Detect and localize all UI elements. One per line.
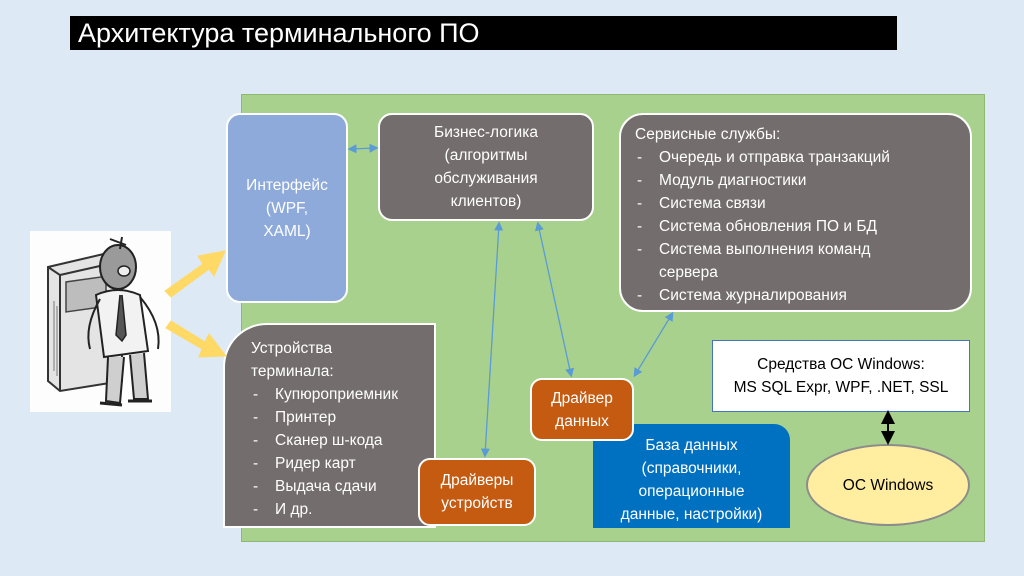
os-tools-line-2: MS SQL Expr, WPF, .NET, SSL [733,379,949,396]
yellow-arrow-to-interface [164,250,226,298]
business-logic-box: Бизнес-логика (алгоритмы обслуживания кл… [378,113,594,221]
interface-line-2: (WPF, [265,199,309,217]
business-line-2: (алгоритмы [444,147,528,164]
devices-heading: Устройства терминала: [251,340,334,380]
device-drivers-box: Драйверы устройств [418,458,536,526]
interface-line-1: Интерфейс [246,176,328,194]
devices-item: Выдача сдачи [251,475,426,498]
os-tools-box: Средства ОС Windows: MS SQL Expr, WPF, .… [712,340,970,412]
slide-title: Архитектура терминального ПО [70,16,897,50]
device-drivers-line-2: устройств [441,495,513,512]
services-list: Очередь и отправка транзакций Модуль диа… [635,146,960,307]
interface-box: Интерфейс (WPF, XAML) [226,113,348,303]
business-line-4: клиентов) [450,193,522,210]
services-item: Система обновления ПО и БД [635,215,960,238]
os-label: ОС Windows [842,476,934,494]
os-windows-ellipse: ОС Windows [806,444,970,526]
database-line-4: данные, настройки) [620,506,763,523]
data-driver-line-2: данных [555,412,609,430]
devices-item: Купюроприемник [251,383,426,406]
device-drivers-line-1: Драйверы [440,472,514,489]
terminal-devices-box: Устройства терминала: Купюроприемник При… [223,323,436,528]
services-heading: Сервисные службы: [635,126,781,143]
yellow-arrow-to-devices [165,320,227,358]
business-line-3: обслуживания [434,170,538,187]
devices-item: Принтер [251,406,426,429]
interface-line-3: XAML) [263,222,311,240]
devices-item: И др. [251,498,426,521]
services-item: Очередь и отправка транзакций [635,146,960,169]
database-line-3: операционные [638,483,745,500]
data-driver-box: Драйвер данных [530,378,634,441]
database-line-2: (справочники, [641,460,742,477]
services-item: Система журналирования [635,284,960,307]
data-driver-line-1: Драйвер [551,389,613,407]
devices-list: Купюроприемник Принтер Сканер ш-кода Рид… [251,383,426,521]
service-services-box: Сервисные службы: Очередь и отправка тра… [619,113,972,312]
business-line-1: Бизнес-логика [434,124,538,141]
services-item: Система связи [635,192,960,215]
devices-item: Ридер карт [251,452,426,475]
database-line-1: База данных [645,437,738,454]
services-item: Система выполнения команд сервера [635,238,909,284]
os-tools-line-1: Средства ОС Windows: [757,356,925,373]
person-at-kiosk-sketch-icon [30,231,171,412]
services-item: Модуль диагностики [635,169,960,192]
database-box: База данных (справочники, операционные д… [593,424,790,528]
devices-item: Сканер ш-кода [251,429,426,452]
